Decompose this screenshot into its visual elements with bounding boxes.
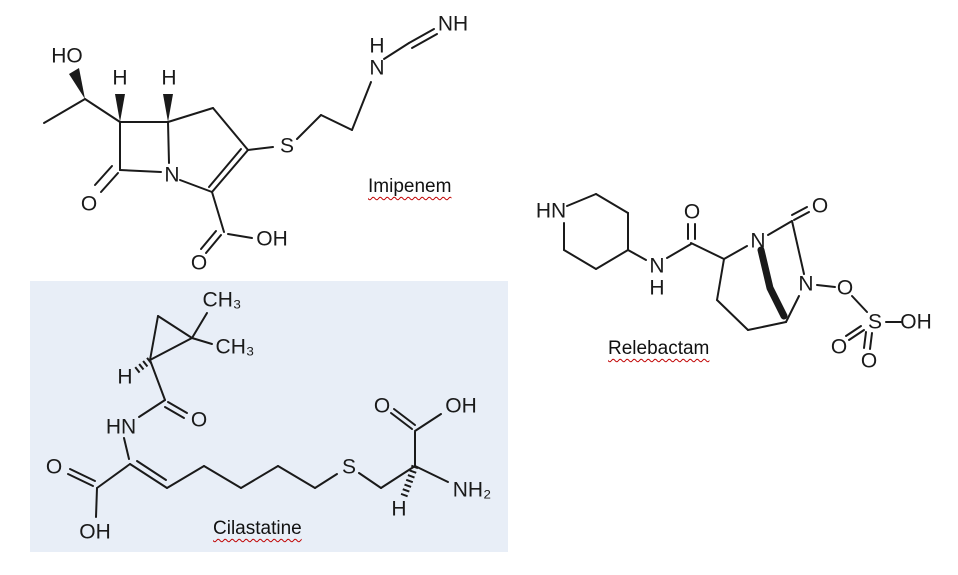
- hash-wedge-h-cyclopropane: [133, 357, 153, 374]
- hash-wedge-h-alpha: [400, 464, 419, 498]
- cilastatine-highlight-box: [30, 281, 508, 552]
- atom-oh-acid1: OH: [79, 521, 111, 544]
- atom-n-amine: N: [369, 57, 384, 80]
- atom-nh-imine: NH: [438, 13, 468, 36]
- wedge-bond-oh: [69, 68, 85, 99]
- cilastatine-label: Cilastatine: [213, 518, 302, 539]
- atom-o-acid1: O: [46, 456, 62, 479]
- bold-bridge-bond: [757, 246, 788, 320]
- atom-n6-ring: N: [798, 273, 813, 296]
- atom-n-amide: N: [649, 255, 664, 278]
- wedge-bond-h-c5: [163, 94, 173, 122]
- atom-hn-amide: HN: [106, 416, 136, 439]
- atom-oh-acid: OH: [256, 228, 288, 251]
- atom-o-linker: O: [837, 277, 853, 300]
- atom-h-alpha: H: [391, 498, 406, 521]
- atom-o-lactam: O: [812, 195, 828, 218]
- imipenem-label: Imipenem: [368, 176, 452, 197]
- atom-o-sulfate-bottom: O: [861, 350, 877, 373]
- atom-o-amide: O: [684, 201, 700, 224]
- atom-n-ring: N: [164, 164, 179, 187]
- imipenem-structure: HO H H O N O OH S H N NH: [43, 13, 468, 275]
- atom-s: S: [280, 135, 294, 158]
- atom-o-amide: O: [191, 409, 207, 432]
- atom-oh-sulfate: OH: [900, 311, 932, 334]
- atom-h-c6: H: [112, 67, 127, 90]
- atom-o-acid: O: [191, 252, 207, 275]
- atom-h-cyclopropane: H: [117, 366, 132, 389]
- atom-h-amine: H: [369, 35, 384, 58]
- atom-ch3-top: CH₃: [203, 289, 242, 312]
- atom-s-sulfate: S: [868, 311, 882, 334]
- atom-o-lactam: O: [81, 193, 97, 216]
- atom-oh-acid2: OH: [445, 395, 477, 418]
- atom-ho: HO: [51, 45, 83, 68]
- atom-s: S: [342, 456, 356, 479]
- atom-hn-piperidine: HN: [536, 200, 566, 223]
- imipenem-bonds: [43, 28, 438, 254]
- atom-o-acid2: O: [374, 395, 390, 418]
- wedge-bond-h-c6: [115, 94, 125, 122]
- cilastatine-structure: CH₃ CH₃ H O HN O OH S O OH NH₂ H: [46, 289, 491, 544]
- atom-h-c5: H: [161, 67, 176, 90]
- relebactam-structure: HN N H O N O N O S OH O O: [536, 193, 932, 373]
- atom-ch3-bottom: CH₃: [216, 336, 255, 359]
- relebactam-label: Relebactam: [608, 338, 710, 359]
- atom-n1-ring: N: [750, 230, 765, 253]
- cilastatine-bonds: [67, 312, 449, 518]
- atom-o-sulfate-left: O: [831, 336, 847, 359]
- atom-nh2: NH₂: [453, 479, 491, 502]
- atom-h-amide: H: [649, 277, 664, 300]
- relebactam-bonds: [563, 193, 902, 350]
